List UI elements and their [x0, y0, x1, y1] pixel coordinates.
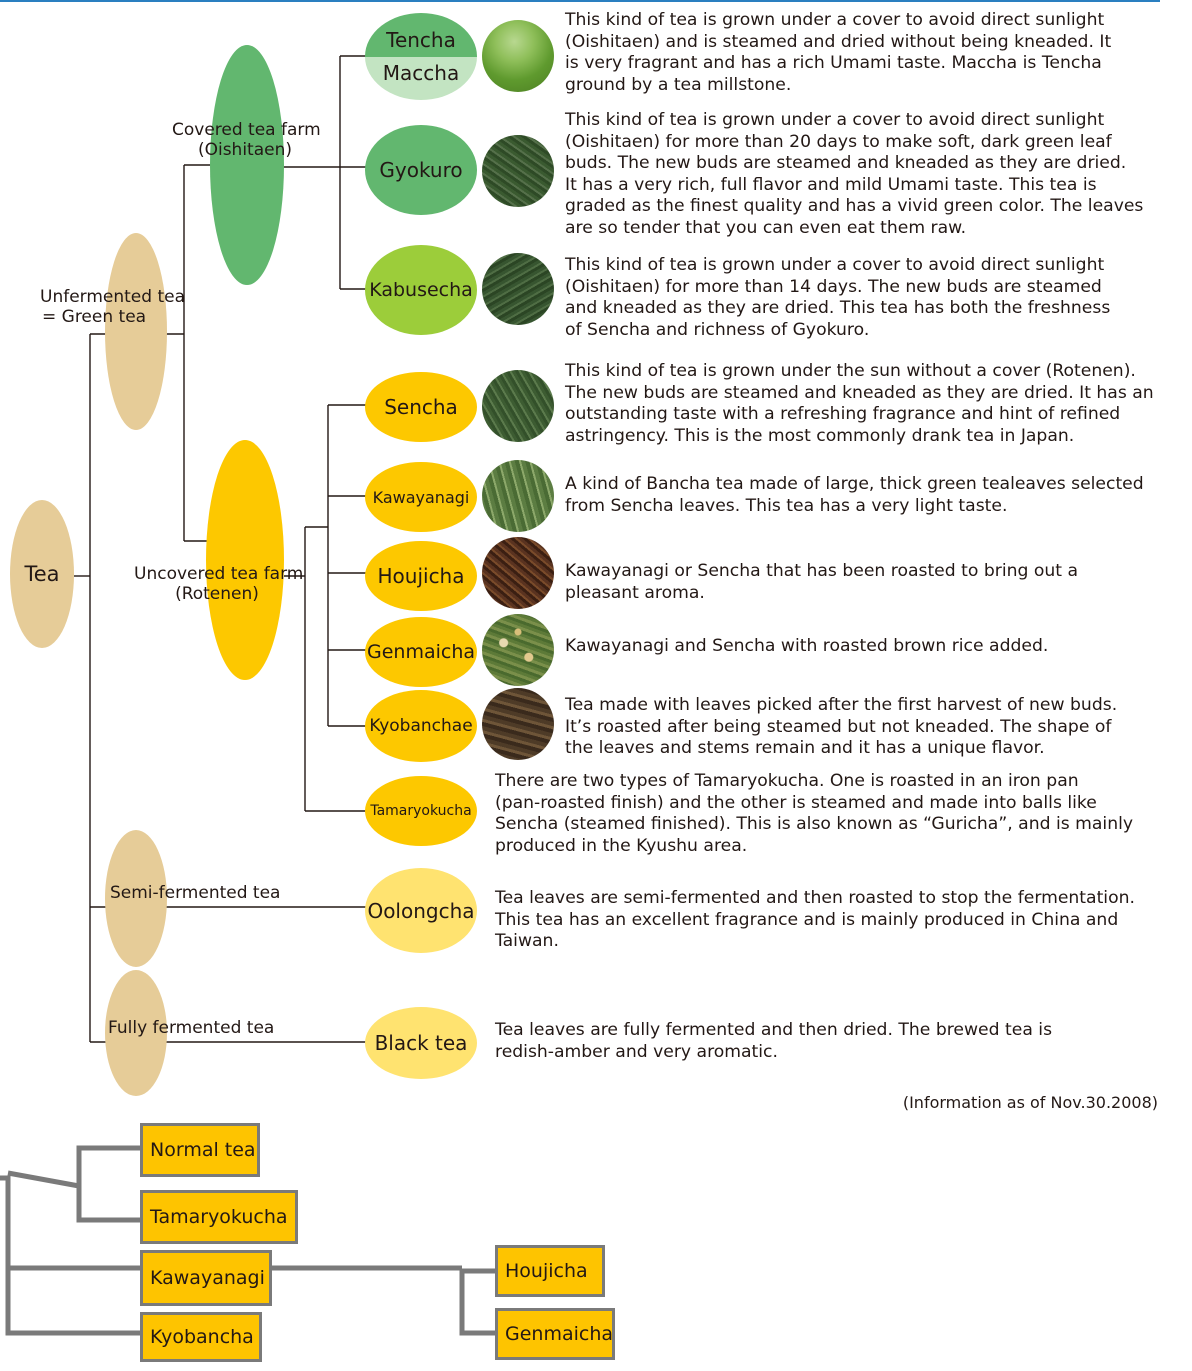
- kabusecha-photo: [482, 253, 554, 325]
- tencha-maccha-node: Tencha Maccha: [365, 13, 477, 100]
- kabusecha-description: This kind of tea is grown under a cover …: [565, 255, 1111, 340]
- box-normal-tea: Normal tea: [140, 1123, 260, 1177]
- tamaryokucha-description: There are two types of Tamaryokucha. One…: [495, 771, 1134, 856]
- box-kawayanagi: Kawayanagi: [140, 1250, 272, 1306]
- top-accent-rule: [0, 0, 1160, 2]
- gyokuro-photo: [482, 135, 554, 207]
- tea-root-node: Tea: [10, 500, 74, 648]
- genmaicha-photo: [482, 614, 554, 686]
- kawayanagi-node: Kawayanagi: [365, 462, 477, 532]
- sencha-description: This kind of tea is grown under the sun …: [565, 361, 1154, 446]
- covered-farm-node: [210, 45, 284, 285]
- kawayanagi-description: A kind of Bancha tea made of large, thic…: [565, 474, 1144, 516]
- black-tea-node: Black tea: [365, 1007, 477, 1079]
- unfermented-node: [105, 233, 167, 430]
- fully-fermented-label: Fully fermented tea: [108, 1018, 275, 1038]
- houjicha-node: Houjicha: [365, 541, 477, 611]
- genmaicha-node: Genmaicha: [365, 617, 477, 687]
- sencha-node: Sencha: [365, 372, 477, 442]
- kawayanagi-photo: [482, 460, 554, 532]
- black-tea-description: Tea leaves are fully fermented and then …: [495, 1020, 1053, 1062]
- uncovered-farm-label: Uncovered tea farm(Rotenen): [134, 564, 304, 604]
- semi-fermented-node: [105, 830, 167, 967]
- matcha-photo: [482, 20, 554, 92]
- box-tamaryokucha: Tamaryokucha: [140, 1190, 298, 1244]
- kyobancha-photo: [482, 688, 554, 760]
- genmaicha-description: Kawayanagi and Sencha with roasted brown…: [565, 636, 1049, 656]
- oolongcha-description: Tea leaves are semi-fermented and then r…: [495, 888, 1135, 951]
- tamaryokucha-node: Tamaryokucha: [365, 776, 477, 846]
- kabusecha-node: Kabusecha: [365, 245, 477, 335]
- box-kyobancha: Kyobancha: [140, 1312, 262, 1362]
- fully-fermented-node: [105, 970, 167, 1096]
- gyokuro-description: This kind of tea is grown under a cover …: [565, 110, 1144, 238]
- covered-farm-label: Covered tea farm(Oishitaen): [172, 120, 321, 160]
- box-genmaicha: Genmaicha: [495, 1308, 615, 1360]
- uncovered-farm-node: [206, 440, 284, 680]
- sencha-photo: [482, 370, 554, 442]
- info-date-note: (Information as of Nov.30.2008): [902, 1093, 1158, 1112]
- unfermented-label: Unfermented tea= Green tea: [40, 287, 186, 327]
- gyokuro-node: Gyokuro: [365, 125, 477, 215]
- kyobanchae-node: Kyobanchae: [365, 690, 477, 762]
- tencha-description: This kind of tea is grown under a cover …: [565, 10, 1112, 95]
- houjicha-description: Kawayanagi or Sencha that has been roast…: [565, 561, 1079, 603]
- box-houjicha: Houjicha: [495, 1245, 605, 1297]
- oolongcha-node: Oolongcha: [365, 868, 477, 953]
- houjicha-photo: [482, 537, 554, 609]
- kyobanchae-description: Tea made with leaves picked after the fi…: [565, 695, 1118, 758]
- semi-fermented-label: Semi-fermented tea: [110, 883, 281, 903]
